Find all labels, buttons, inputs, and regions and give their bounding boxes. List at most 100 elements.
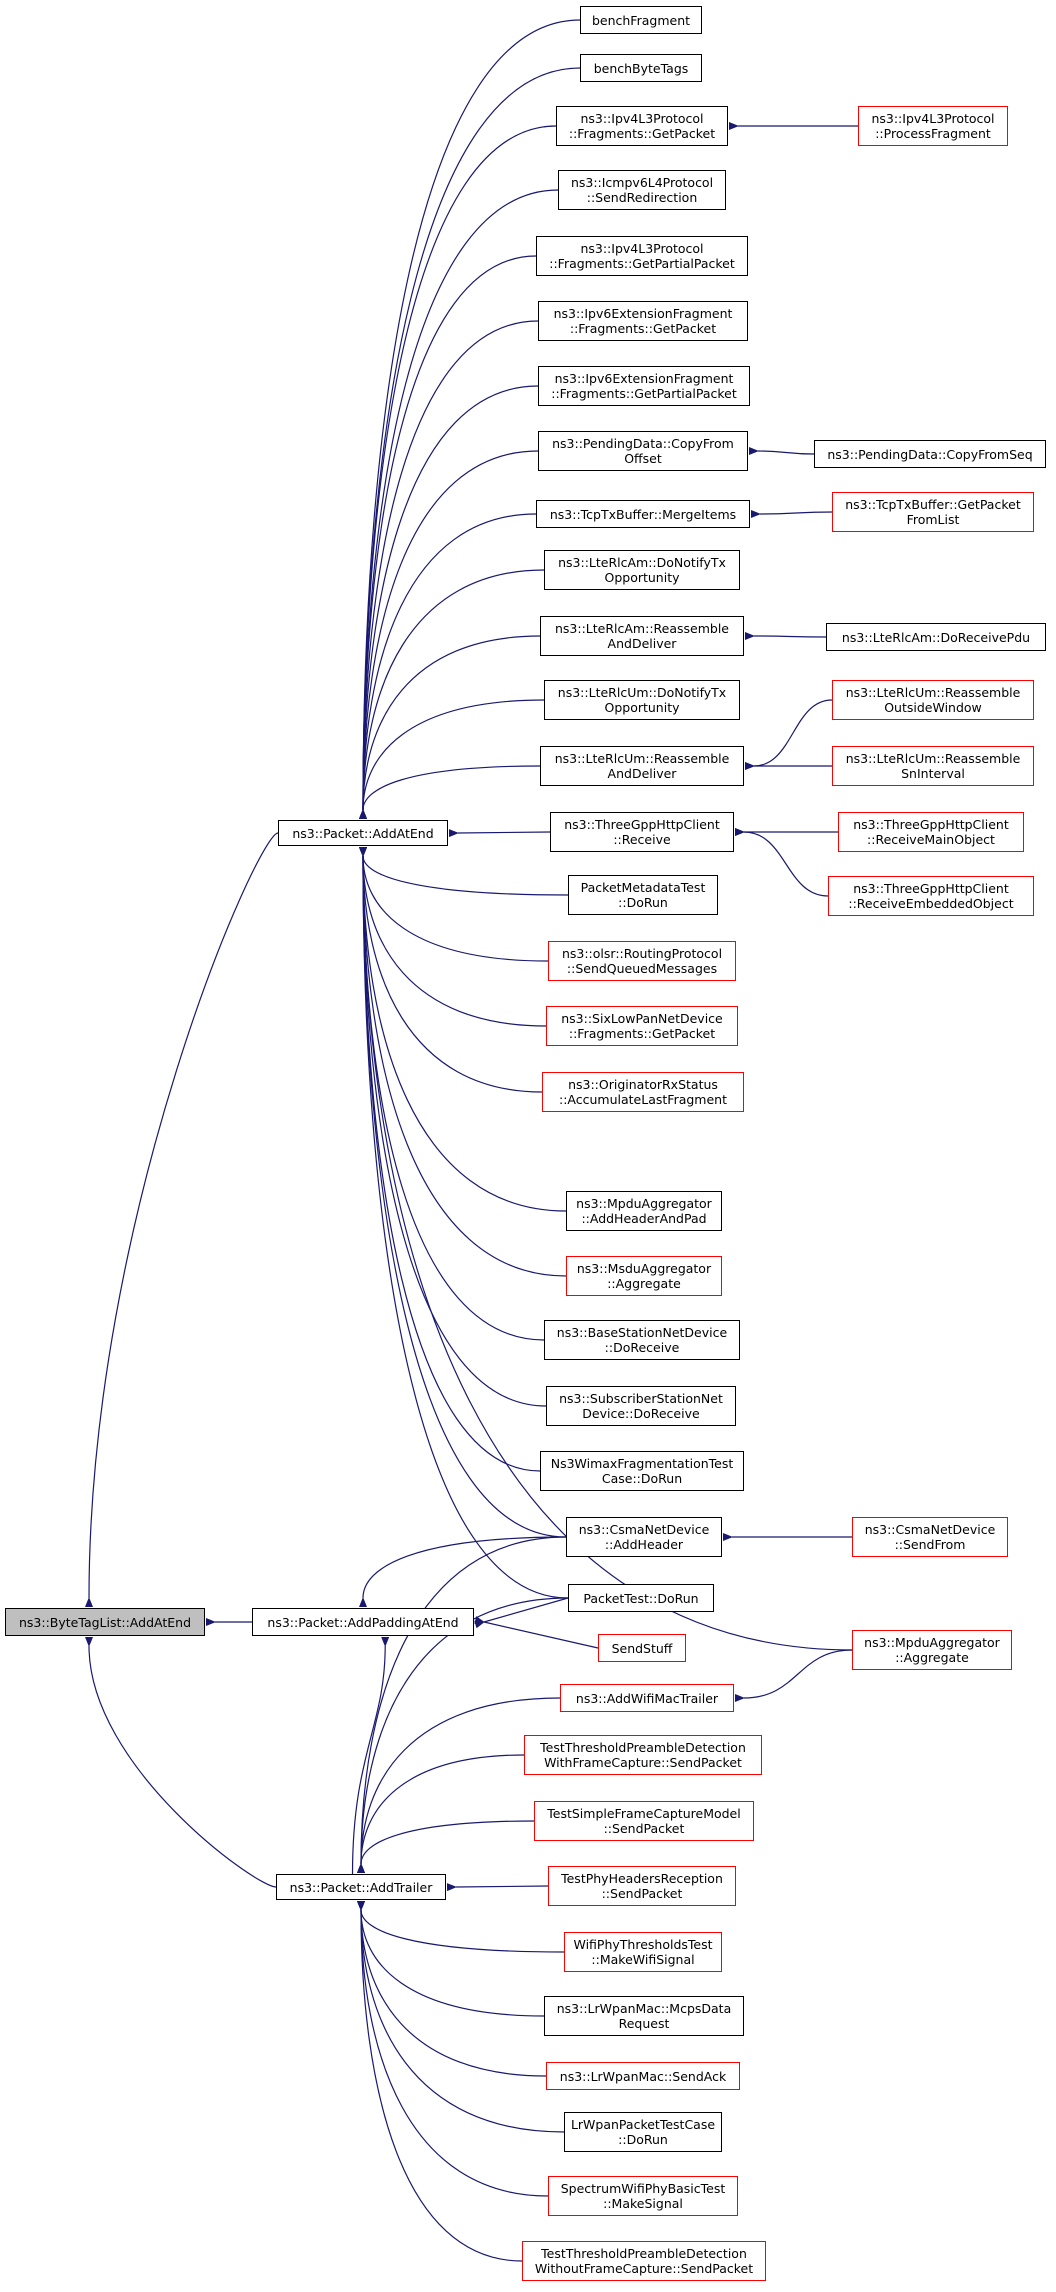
- node-label-line: Case::DoRun: [601, 1471, 683, 1486]
- node-ipv6frag[interactable]: ns3::Ipv6ExtensionFragment::Fragments::G…: [538, 301, 748, 341]
- node-label-line: Opportunity: [604, 700, 680, 715]
- node-csmasendfrom[interactable]: ns3::CsmaNetDevice::SendFrom: [852, 1517, 1008, 1557]
- node-label-line: TestPhyHeadersReception: [561, 1871, 723, 1886]
- node-basestation[interactable]: ns3::BaseStationNetDevice::DoReceive: [544, 1320, 740, 1360]
- node-label-line: ::Fragments::GetPartialPacket: [549, 256, 735, 271]
- edge-threshnofc-to-addtrailer: [356, 1900, 523, 2262]
- edge-amreassemble-to-addatend: [358, 635, 541, 820]
- edge-copyfromseq-to-pendingcopy: [748, 446, 815, 455]
- node-addpadding[interactable]: ns3::Packet::AddPaddingAtEnd: [252, 1608, 474, 1636]
- node-label-line: ns3::ByteTagList::AddAtEnd: [19, 1614, 191, 1630]
- node-label-line: ns3::Ipv4L3Protocol: [871, 111, 995, 126]
- node-benchbyte[interactable]: benchByteTags: [580, 54, 702, 82]
- node-label-line: ns3::ThreeGppHttpClient: [853, 817, 1009, 832]
- node-label-line: PacketTest::DoRun: [583, 1590, 699, 1606]
- node-addatend[interactable]: ns3::Packet::AddAtEnd: [278, 820, 448, 846]
- node-sixlowpan[interactable]: ns3::SixLowPanNetDevice::Fragments::GetP…: [546, 1006, 738, 1046]
- edge-addtrailer-to-addpadding: [351, 1636, 390, 1875]
- node-label-line: ns3::LteRlcAm::DoReceivePdu: [841, 629, 1031, 645]
- node-label-line: ::DoReceive: [604, 1340, 680, 1355]
- node-label-line: TestThresholdPreambleDetection: [541, 2246, 747, 2261]
- node-label-line: ::SendFrom: [894, 1537, 966, 1552]
- edge-addtrailer-to-root: [84, 1636, 277, 1888]
- node-label-line: ::Fragments::GetPacket: [568, 126, 716, 141]
- node-label-line: ns3::MsduAggregator: [576, 1261, 712, 1276]
- node-label-line: ::Aggregate: [607, 1276, 681, 1291]
- edge-sendack-to-addtrailer: [356, 1900, 547, 2077]
- node-label-line: ::AddHeader: [604, 1537, 684, 1552]
- node-lrwpantest[interactable]: LrWpanPacketTestCase::DoRun: [564, 2112, 722, 2152]
- node-httpmain[interactable]: ns3::ThreeGppHttpClient::ReceiveMainObje…: [838, 812, 1024, 852]
- edge-tcpmerge-to-addatend: [358, 513, 537, 820]
- node-benchfrag[interactable]: benchFragment: [580, 6, 702, 34]
- node-mpduaggregate[interactable]: ns3::MpduAggregator::Aggregate: [852, 1630, 1012, 1670]
- node-packettest[interactable]: PacketTest::DoRun: [568, 1584, 714, 1612]
- node-sendack[interactable]: ns3::LrWpanMac::SendAck: [546, 2062, 740, 2090]
- edge-mpduaggregate-to-addatend: [358, 846, 853, 1651]
- node-label-line: AndDeliver: [607, 636, 677, 651]
- node-csmaaddheader[interactable]: ns3::CsmaNetDevice::AddHeader: [566, 1517, 722, 1557]
- node-label-line: ns3::LrWpanMac::McpsData: [556, 2001, 732, 2016]
- node-label-line: ns3::CsmaNetDevice: [864, 1522, 996, 1537]
- edge-addwifitrailer-to-addtrailer: [356, 1697, 561, 1874]
- node-label-line: ns3::TcpTxBuffer::GetPacket: [845, 497, 1021, 512]
- node-ipv4partial[interactable]: ns3::Ipv4L3Protocol::Fragments::GetParti…: [536, 236, 748, 276]
- edge-lrwpantest-to-addtrailer: [356, 1900, 565, 2133]
- node-spectrum[interactable]: SpectrumWifiPhyBasicTest::MakeSignal: [548, 2176, 738, 2216]
- node-label-line: ns3::Ipv6ExtensionFragment: [554, 371, 734, 386]
- edge-olsr-to-addatend: [358, 846, 549, 962]
- node-label-line: ::DoRun: [618, 895, 668, 910]
- node-label-line: ::ReceiveEmbeddedObject: [848, 896, 1014, 911]
- node-label-line: ::MakeSignal: [603, 2196, 683, 2211]
- node-label-line: ns3::TcpTxBuffer::MergeItems: [549, 506, 737, 522]
- node-addwifitrailer[interactable]: ns3::AddWifiMacTrailer: [560, 1684, 734, 1712]
- node-wifithresh[interactable]: WifiPhyThresholdsTest::MakeWifiSignal: [564, 1932, 722, 1972]
- node-label-line: AndDeliver: [607, 766, 677, 781]
- edge-msdu-to-addatend: [358, 846, 567, 1277]
- node-msdu[interactable]: ns3::MsduAggregator::Aggregate: [566, 1256, 722, 1296]
- node-addtrailer[interactable]: ns3::Packet::AddTrailer: [276, 1874, 446, 1900]
- node-label-line: ::DoRun: [618, 2132, 668, 2147]
- node-tcpmerge[interactable]: ns3::TcpTxBuffer::MergeItems: [536, 500, 750, 528]
- node-label-line: ns3::Ipv4L3Protocol: [580, 241, 704, 256]
- node-sendstuff[interactable]: SendStuff: [598, 1634, 686, 1662]
- node-httpembedded[interactable]: ns3::ThreeGppHttpClient::ReceiveEmbedded…: [828, 876, 1034, 916]
- node-label-line: Ns3WimaxFragmentationTest: [550, 1456, 734, 1471]
- node-mpduaddheader[interactable]: ns3::MpduAggregator::AddHeaderAndPad: [566, 1191, 722, 1231]
- node-phyheaders[interactable]: TestPhyHeadersReception::SendPacket: [548, 1866, 736, 1906]
- node-label-line: ns3::Ipv6ExtensionFragment: [553, 306, 733, 321]
- edge-mcps-to-addtrailer: [356, 1900, 545, 2017]
- node-label-line: ns3::LteRlcAm::DoNotifyTx: [558, 555, 726, 570]
- node-simplefc[interactable]: TestSimpleFrameCaptureModel::SendPacket: [534, 1801, 754, 1841]
- node-label-line: ::SendPacket: [603, 1821, 685, 1836]
- node-copyfromseq[interactable]: ns3::PendingData::CopyFromSeq: [814, 440, 1046, 468]
- node-olsr[interactable]: ns3::olsr::RoutingProtocol::SendQueuedMe…: [548, 941, 736, 981]
- node-originator[interactable]: ns3::OriginatorRxStatus::AccumulateLastF…: [542, 1072, 744, 1112]
- node-ipv6partial[interactable]: ns3::Ipv6ExtensionFragment::Fragments::G…: [538, 366, 750, 406]
- node-label-line: Offset: [624, 451, 662, 466]
- node-label-line: SnInterval: [901, 766, 965, 781]
- node-label-line: Device::DoReceive: [582, 1406, 700, 1421]
- node-icmpv6[interactable]: ns3::Icmpv6L4Protocol::SendRedirection: [558, 170, 726, 210]
- node-httpreceive[interactable]: ns3::ThreeGppHttpClient::Receive: [550, 812, 734, 852]
- node-label-line: ::ReceiveMainObject: [867, 832, 995, 847]
- node-processfrag[interactable]: ns3::Ipv4L3Protocol::ProcessFragment: [858, 106, 1008, 146]
- node-amreceivepdu[interactable]: ns3::LteRlcAm::DoReceivePdu: [826, 623, 1046, 651]
- node-pktmeta[interactable]: PacketMetadataTest::DoRun: [568, 875, 718, 915]
- edge-pktmeta-to-addatend: [358, 846, 569, 896]
- node-ipv4getpacket[interactable]: ns3::Ipv4L3Protocol::Fragments::GetPacke…: [556, 106, 728, 146]
